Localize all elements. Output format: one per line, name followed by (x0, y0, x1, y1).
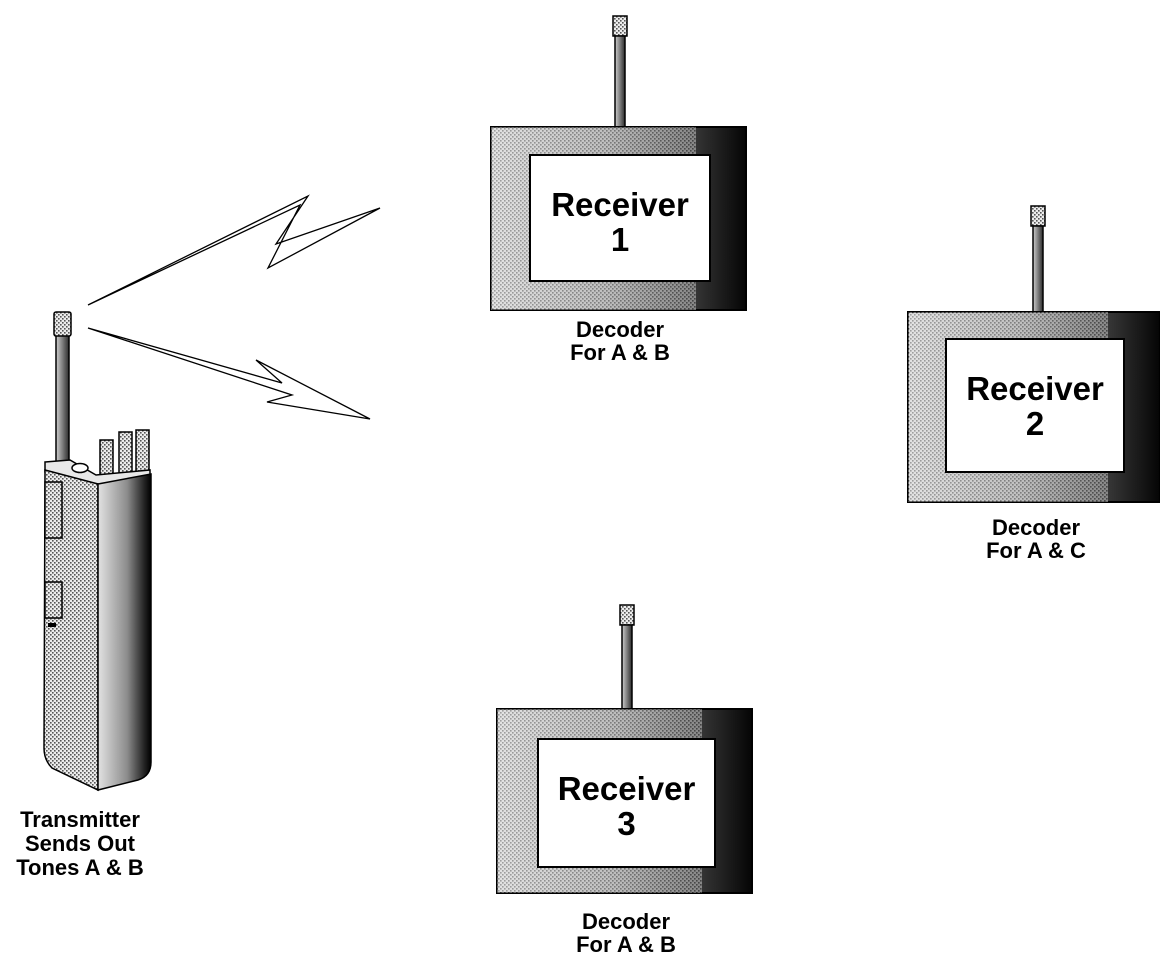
receiver-3-caption: Decoder For A & B (526, 910, 726, 956)
radio-wave-upper (88, 196, 380, 305)
receiver-2-unit (908, 206, 1160, 502)
receiver-1-title: Receiver (530, 188, 710, 223)
receiver-3-label: Receiver 3 (538, 772, 715, 841)
receiver-2-title: Receiver (946, 372, 1124, 407)
transmitter-caption-line-3: Tones A & B (0, 856, 160, 880)
transmitter-radio (44, 312, 151, 790)
receiver-3-title: Receiver (538, 772, 715, 807)
receiver-3-caption-line-2: For A & B (526, 933, 726, 956)
transmitter-caption: Transmitter Sends Out Tones A & B (0, 808, 160, 881)
receiver-2-number: 2 (946, 407, 1124, 442)
receiver-3-unit (497, 605, 752, 893)
receiver-2-label: Receiver 2 (946, 372, 1124, 441)
receiver-1-caption: Decoder For A & B (520, 318, 720, 364)
receiver-2-caption: Decoder For A & C (936, 516, 1136, 562)
receiver-1-label: Receiver 1 (530, 188, 710, 257)
transmitter-caption-line-1: Transmitter (0, 808, 160, 832)
transmitter-caption-line-2: Sends Out (0, 832, 160, 856)
receiver-1-caption-line-2: For A & B (520, 341, 720, 364)
receiver-2-caption-line-1: Decoder (936, 516, 1136, 539)
receiver-1-unit (491, 16, 746, 310)
receiver-2-caption-line-2: For A & C (936, 539, 1136, 562)
receiver-1-number: 1 (530, 223, 710, 258)
receiver-1-caption-line-1: Decoder (520, 318, 720, 341)
radio-wave-lower (88, 328, 370, 419)
receiver-3-caption-line-1: Decoder (526, 910, 726, 933)
antenna-icon (56, 332, 69, 467)
receiver-3-number: 3 (538, 807, 715, 842)
